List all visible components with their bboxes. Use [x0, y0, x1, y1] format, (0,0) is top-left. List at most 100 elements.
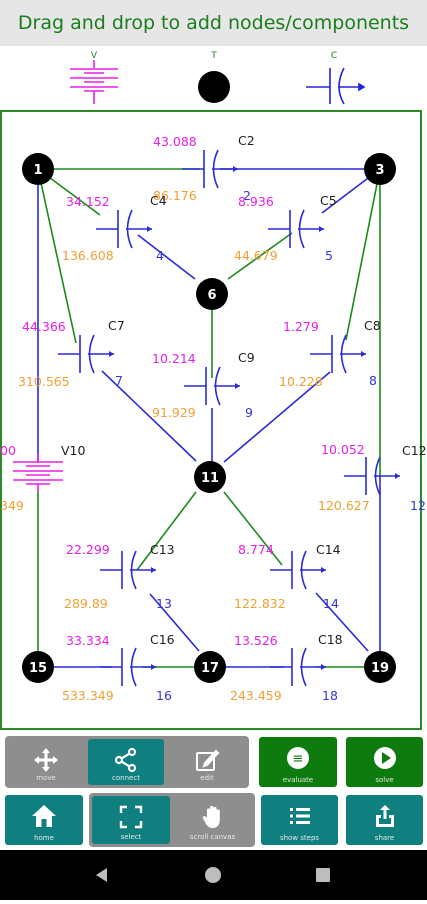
list-icon [289, 808, 310, 824]
node-3[interactable]: 3 [364, 153, 396, 185]
canvas-border [0, 110, 422, 730]
connect-button[interactable]: connect [88, 739, 164, 785]
capacitor-arrow [109, 351, 114, 357]
select-label: select [120, 833, 142, 841]
capacitor-c12-value-bottom: 120.627 [318, 498, 370, 513]
capacitor-arrow [233, 166, 238, 172]
capacitor-c5-value-bottom: 44.679 [234, 248, 278, 263]
capacitor-c14-name: C14 [316, 542, 341, 557]
capacitor-c12-symbol[interactable] [344, 456, 400, 496]
capacitor-c18-value-top: 13.526 [234, 633, 278, 648]
capacitor-arrow [151, 567, 156, 573]
node-circle [364, 153, 396, 185]
play-icon [373, 747, 396, 769]
scroll-canvas-button[interactable]: scroll canvas [173, 796, 252, 844]
evaluate-button[interactable]: ≡ evaluate [259, 737, 337, 787]
capacitor-c18-name: C18 [318, 632, 343, 647]
capacitor-c13-symbol[interactable] [100, 550, 156, 590]
capacitor-c16-symbol[interactable] [100, 647, 156, 687]
wire [345, 168, 381, 341]
share-nodes-icon [114, 747, 137, 773]
solve-button[interactable]: solve [346, 737, 423, 787]
edit-label: edit [200, 774, 214, 782]
wire [137, 234, 196, 280]
node-6[interactable]: 6 [196, 278, 228, 310]
voltage-source-v10-value-bottom: 349 [0, 498, 24, 513]
capacitor-c4-symbol[interactable] [96, 209, 152, 249]
home-icon [32, 805, 56, 827]
edit-button[interactable]: edit [168, 739, 246, 785]
home-button[interactable]: home [5, 795, 83, 845]
scroll-canvas-label: scroll canvas [189, 833, 236, 841]
palette-label-c: C [331, 51, 337, 61]
wire [101, 370, 197, 462]
capacitor-c16-value-top: 33.334 [66, 633, 110, 648]
capacitor-c16-value-bottom: 533.349 [62, 688, 114, 703]
recents-icon[interactable] [316, 868, 330, 882]
node-circle [364, 651, 396, 683]
capacitor-c13-name: C13 [150, 542, 175, 557]
capacitor-c2-name: C2 [238, 133, 255, 148]
palette-label-t: T [210, 51, 217, 61]
capacitor-c8-value-bottom: 10.228 [279, 374, 323, 389]
node-11[interactable]: 11 [194, 461, 226, 493]
select-button[interactable]: select [92, 796, 170, 844]
capacitor-c8-name: C8 [364, 318, 381, 333]
palette-item-terminal-node[interactable]: T [198, 51, 230, 103]
node-circle [194, 651, 226, 683]
capacitor-c8-symbol[interactable] [310, 334, 366, 374]
node-label: 17 [201, 661, 219, 676]
capacitor-c5-value-top: 8.936 [238, 194, 274, 209]
palette-item-voltage-source[interactable]: V [70, 51, 118, 104]
move-button[interactable]: move [8, 739, 84, 785]
capacitor-c9-symbol[interactable] [184, 366, 240, 406]
wire [227, 232, 293, 280]
edit-icon [196, 749, 220, 771]
voltage-source-v10-name: V10 [61, 443, 86, 458]
capacitor-arrow [151, 664, 156, 670]
select-icon [119, 805, 143, 829]
palette-item-capacitor[interactable]: C [306, 51, 366, 105]
capacitor-arrow [321, 567, 326, 573]
home-circle-icon[interactable] [205, 867, 221, 883]
evaluate-label: evaluate [282, 776, 314, 784]
wire [37, 168, 77, 344]
voltage-source-v10-symbol[interactable] [13, 454, 63, 492]
node-17[interactable]: 17 [194, 651, 226, 683]
capacitor-c5-name: C5 [320, 193, 337, 208]
node-1[interactable]: 1 [22, 153, 54, 185]
capacitor-c18-index: 18 [322, 688, 338, 703]
capacitor-c18-symbol[interactable] [270, 647, 326, 687]
capacitor-c9-name: C9 [238, 350, 255, 365]
share-button[interactable]: share [346, 795, 423, 845]
capacitor-c14-index: 14 [323, 596, 339, 611]
share-icon [375, 805, 394, 827]
home-label: home [34, 834, 54, 842]
capacitor-c8-index: 8 [369, 373, 377, 388]
evaluate-icon: ≡ [287, 747, 309, 769]
capacitor-arrow [147, 226, 152, 232]
node-label: 11 [201, 471, 219, 486]
show-steps-label: show steps [279, 834, 320, 842]
capacitor-c14-symbol[interactable] [270, 550, 326, 590]
show-steps-button[interactable]: show steps [261, 795, 338, 845]
node-label: 3 [375, 163, 384, 178]
circuit-canvas[interactable]: 43.08886.176C2234.152136.608C448.93644.6… [0, 110, 427, 730]
capacitor-c12-name: C12 [402, 443, 427, 458]
capacitor-c9-index: 9 [245, 405, 253, 420]
component-palette: V T C [0, 46, 427, 110]
capacitor-c7-symbol[interactable] [58, 334, 114, 374]
wire [223, 491, 283, 566]
capacitor-c12-value-top: 10.052 [321, 442, 365, 457]
capacitor-c5-symbol[interactable] [268, 209, 324, 249]
node-circle [194, 461, 226, 493]
back-icon[interactable] [96, 868, 107, 882]
node-15[interactable]: 15 [22, 651, 54, 683]
connect-label: connect [112, 774, 140, 782]
capacitor-c4-value-top: 34.152 [66, 194, 110, 209]
capacitor-c2-value-bottom: 86.176 [153, 188, 197, 203]
node-19[interactable]: 19 [364, 651, 396, 683]
capacitor-c2-symbol[interactable] [182, 149, 238, 189]
node-circle [22, 651, 54, 683]
move-icon [34, 748, 58, 772]
